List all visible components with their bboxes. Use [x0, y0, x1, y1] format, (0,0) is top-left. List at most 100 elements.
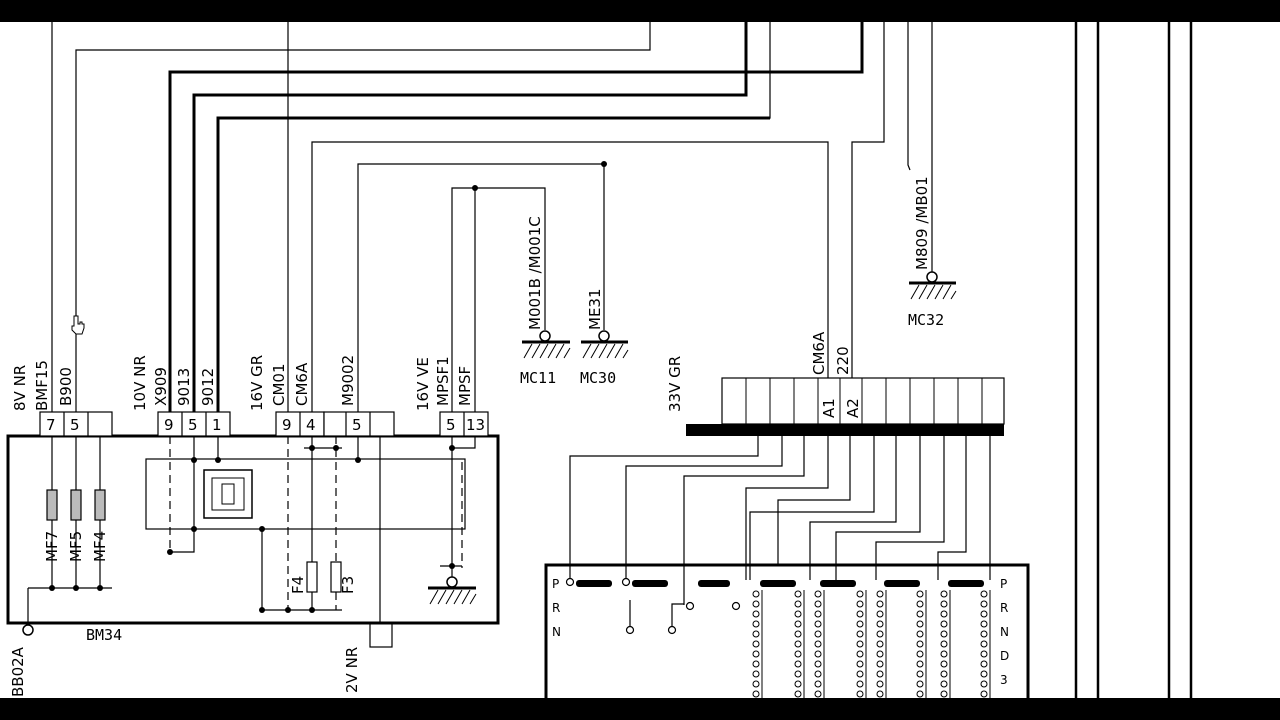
- junction-dot: [472, 185, 478, 191]
- pos-right-d: D: [1000, 649, 1009, 663]
- label-bmf15: BMF15: [33, 360, 51, 411]
- pin-5: 5: [352, 416, 362, 434]
- junction-dot: [215, 457, 221, 463]
- contact-dot: [940, 650, 948, 658]
- contact-dot: [794, 620, 802, 628]
- contact-dot: [856, 640, 864, 648]
- switch-lead: [671, 603, 684, 630]
- contact-dot: [856, 670, 864, 678]
- junction-dot: [167, 549, 173, 555]
- pin-4: 4: [306, 416, 316, 434]
- label-9013: 9013: [175, 368, 193, 406]
- contact-dot: [814, 680, 822, 688]
- junction-layer: [49, 161, 607, 613]
- contact-dot: [814, 630, 822, 638]
- terminal-bb02a: [22, 624, 34, 636]
- harness-wire: [875, 436, 945, 580]
- wire-layer: [6, 22, 1193, 707]
- label-bm34: BM34: [86, 626, 122, 644]
- ground-layer: [22, 271, 957, 636]
- switch-contact: [632, 580, 668, 587]
- contact-dot: [856, 690, 864, 698]
- contact-dot: [794, 610, 802, 618]
- contact-dot: [814, 670, 822, 678]
- contact-dot: [856, 620, 864, 628]
- wire-220: [851, 22, 885, 378]
- pin-5: 5: [188, 416, 198, 434]
- label-m9002: M9002: [339, 355, 357, 406]
- junction-dot: [333, 445, 339, 451]
- label-f4: F4: [289, 576, 307, 594]
- label-selector-220: 220: [834, 346, 852, 375]
- connector-m9002: [323, 411, 395, 437]
- label-2v-nr: 2V NR: [343, 647, 361, 693]
- contact-dot: [916, 590, 924, 598]
- contact-dot: [980, 650, 988, 658]
- junction-dot: [73, 585, 79, 591]
- contact-dot: [980, 610, 988, 618]
- contact-dot: [752, 670, 760, 678]
- switch-contact: [948, 580, 984, 587]
- label-mf7: MF7: [43, 531, 61, 562]
- contact-dot: [752, 690, 760, 698]
- pin-9: 9: [164, 416, 174, 434]
- wire-m9002: [357, 163, 605, 412]
- contact-dot: [980, 670, 988, 678]
- label-b900: B900: [57, 367, 75, 406]
- contact-dot: [980, 640, 988, 648]
- contact-dot: [814, 660, 822, 668]
- label-33v-gr: 33V GR: [666, 356, 684, 412]
- label-16v-gr: 16V GR: [248, 355, 266, 411]
- label-mc32: MC32: [908, 311, 944, 329]
- junction-dot: [259, 526, 265, 532]
- wire-9013-in: [170, 436, 195, 553]
- contact-dot: [940, 640, 948, 648]
- label-16v-ve: 16V VE: [414, 357, 432, 411]
- contact-dot: [752, 650, 760, 658]
- contact-dot: [876, 590, 884, 598]
- label-cm6a: CM6A: [293, 362, 311, 406]
- bsi-module-box: [6, 434, 500, 625]
- fuse-f4-body: [306, 561, 318, 593]
- pos-left-n: N: [552, 625, 561, 639]
- contact-dot: [856, 650, 864, 658]
- label-mf4: MF4: [91, 531, 109, 562]
- contact-dot: [916, 690, 924, 698]
- chip-die: [221, 483, 235, 505]
- contact-dot: [856, 630, 864, 638]
- contact-dot: [856, 610, 864, 618]
- contact-dot: [752, 660, 760, 668]
- contact-dot: [940, 630, 948, 638]
- label-mf5: MF5: [67, 531, 85, 562]
- switch-contact: [760, 580, 796, 587]
- contact-dot: [856, 660, 864, 668]
- bar-layer: [576, 424, 1004, 587]
- contact-dot: [794, 630, 802, 638]
- contact-dot: [814, 610, 822, 618]
- connector-2v-nr: [369, 622, 393, 648]
- contact-dot: [814, 640, 822, 648]
- label-mpsf: MPSF: [456, 366, 474, 406]
- pin-box-layer: [39, 411, 489, 437]
- contact-dot: [940, 660, 948, 668]
- contact-dot: [752, 600, 760, 608]
- contact-dot: [752, 610, 760, 618]
- contact-dot: [940, 590, 948, 598]
- contact-dot: [980, 680, 988, 688]
- junction-dot: [449, 445, 455, 451]
- switch-contact: [884, 580, 920, 587]
- label-9012: 9012: [199, 368, 217, 406]
- pos-right-r: R: [1000, 601, 1008, 615]
- label-mc11: MC11: [520, 369, 556, 387]
- pos-left-p: P: [552, 577, 559, 591]
- contact-dot: [916, 650, 924, 658]
- contact-ladders: [752, 590, 991, 698]
- switch-contact: [698, 580, 730, 587]
- label-layer: 8V NR BMF15 B900 10V NR X909 9013 9012 1…: [9, 176, 1009, 697]
- contact-dot: [876, 690, 884, 698]
- contact-dot: [814, 650, 822, 658]
- contact-dot: [980, 630, 988, 638]
- label-pin-a2: A2: [844, 398, 862, 418]
- contact-dot: [752, 680, 760, 688]
- contact-dot: [814, 620, 822, 628]
